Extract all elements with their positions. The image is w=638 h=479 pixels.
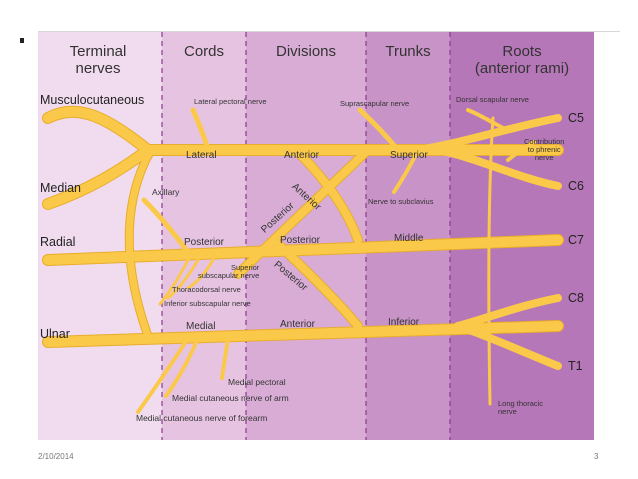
branch-superior-subscapular xyxy=(186,258,215,290)
nerve-posterior-division-upper xyxy=(234,146,372,278)
label-anterior-1: Anterior xyxy=(284,150,320,161)
root-c6 xyxy=(434,146,562,190)
branch-medial-cutaneous-arm xyxy=(164,336,200,398)
label-superior-subscapular: Superior subscapular nerve xyxy=(198,263,260,280)
nerve-musculocutaneous xyxy=(43,106,153,155)
label-medial-cutaneous-forearm: Medial cutaneous nerve of forearm xyxy=(136,413,268,423)
footer-date: 2/10/2014 xyxy=(38,452,74,461)
nerve-posterior-division-lower xyxy=(274,240,362,330)
header-roots: Roots (anterior rami) xyxy=(474,43,570,77)
label-c6: C6 xyxy=(568,179,584,193)
root-t1 xyxy=(454,322,562,370)
label-c8: C8 xyxy=(568,291,584,305)
footer-page-number: 3 xyxy=(594,452,599,461)
brachial-plexus-diagram: Terminal nerves Cords Divisions Trunks R… xyxy=(38,32,594,440)
branch-thoracodorsal xyxy=(166,258,200,300)
header-cords: Cords xyxy=(183,43,224,60)
label-middle: Middle xyxy=(394,233,424,244)
label-posterior-div: Posterior xyxy=(280,235,321,246)
branch-axillary xyxy=(141,197,191,255)
label-nerve-to-subclavius: Nerve to subclavius xyxy=(368,197,434,206)
band-trunks xyxy=(366,32,450,440)
branch-dorsal-scapular xyxy=(466,108,505,130)
label-suprascapular-nerve: Suprascapular nerve xyxy=(340,99,410,108)
branch-long-thoracic xyxy=(487,116,495,406)
label-lateral-pectoral-nerve: Lateral pectoral nerve xyxy=(194,97,267,106)
nerve-median-lateral xyxy=(43,145,153,209)
label-c5: C5 xyxy=(568,111,584,125)
plexus-svg xyxy=(38,32,594,440)
label-anterior-3: Anterior xyxy=(280,319,316,330)
label-inferior: Inferior xyxy=(388,317,420,328)
header-divisions: Divisions xyxy=(275,43,336,60)
column-dividers xyxy=(161,32,451,440)
header-terminal-nerves: Terminal nerves xyxy=(69,43,127,77)
root-c5 xyxy=(414,114,562,154)
branch-medial-cutaneous-forearm xyxy=(136,336,190,414)
band-terminal xyxy=(38,32,162,440)
label-contribution-phrenic: Contribution to phrenic nerve xyxy=(524,137,565,162)
label-posterior: Posterior xyxy=(184,237,225,248)
bullet-mark xyxy=(20,38,24,43)
label-lateral: Lateral xyxy=(186,150,217,161)
label-axillary: Axillary xyxy=(152,187,180,197)
branch-phrenic xyxy=(506,140,536,162)
label-musculocutaneous: Musculocutaneous xyxy=(40,93,145,107)
band-divisions xyxy=(246,32,366,440)
top-rule xyxy=(38,31,620,32)
label-c7: C7 xyxy=(568,233,584,247)
branch-inferior-subscapular xyxy=(158,258,190,306)
nerve-anterior-division-middle xyxy=(294,148,362,244)
branch-medial-pectoral xyxy=(220,336,230,380)
label-ulnar: Ulnar xyxy=(40,327,70,341)
nerves xyxy=(43,106,563,414)
label-dorsal-scapular-nerve: Dorsal scapular nerve xyxy=(456,95,529,104)
label-radial: Radial xyxy=(40,235,76,249)
branch-lateral-pectoral xyxy=(190,107,211,153)
label-superior: Superior xyxy=(390,150,428,161)
label-inferior-subscapular: Inferior subscapular nerve xyxy=(164,299,251,308)
label-thoracodorsal: Thoracodorsal nerve xyxy=(172,285,241,294)
label-long-thoracic: Long thoracic nerve xyxy=(498,399,544,417)
label-medial: Medial xyxy=(186,321,216,332)
label-medial-cutaneous-arm: Medial cutaneous nerve of arm xyxy=(172,393,289,403)
branch-subclavius xyxy=(392,148,420,194)
root-c8 xyxy=(454,294,562,330)
label-t1: T1 xyxy=(568,359,583,373)
nerve-median-medial xyxy=(125,148,154,340)
label-medial-pectoral: Medial pectoral xyxy=(228,377,286,387)
branch-suprascapular xyxy=(357,107,401,153)
header-trunks: Trunks xyxy=(385,43,431,60)
label-median: Median xyxy=(40,181,81,195)
